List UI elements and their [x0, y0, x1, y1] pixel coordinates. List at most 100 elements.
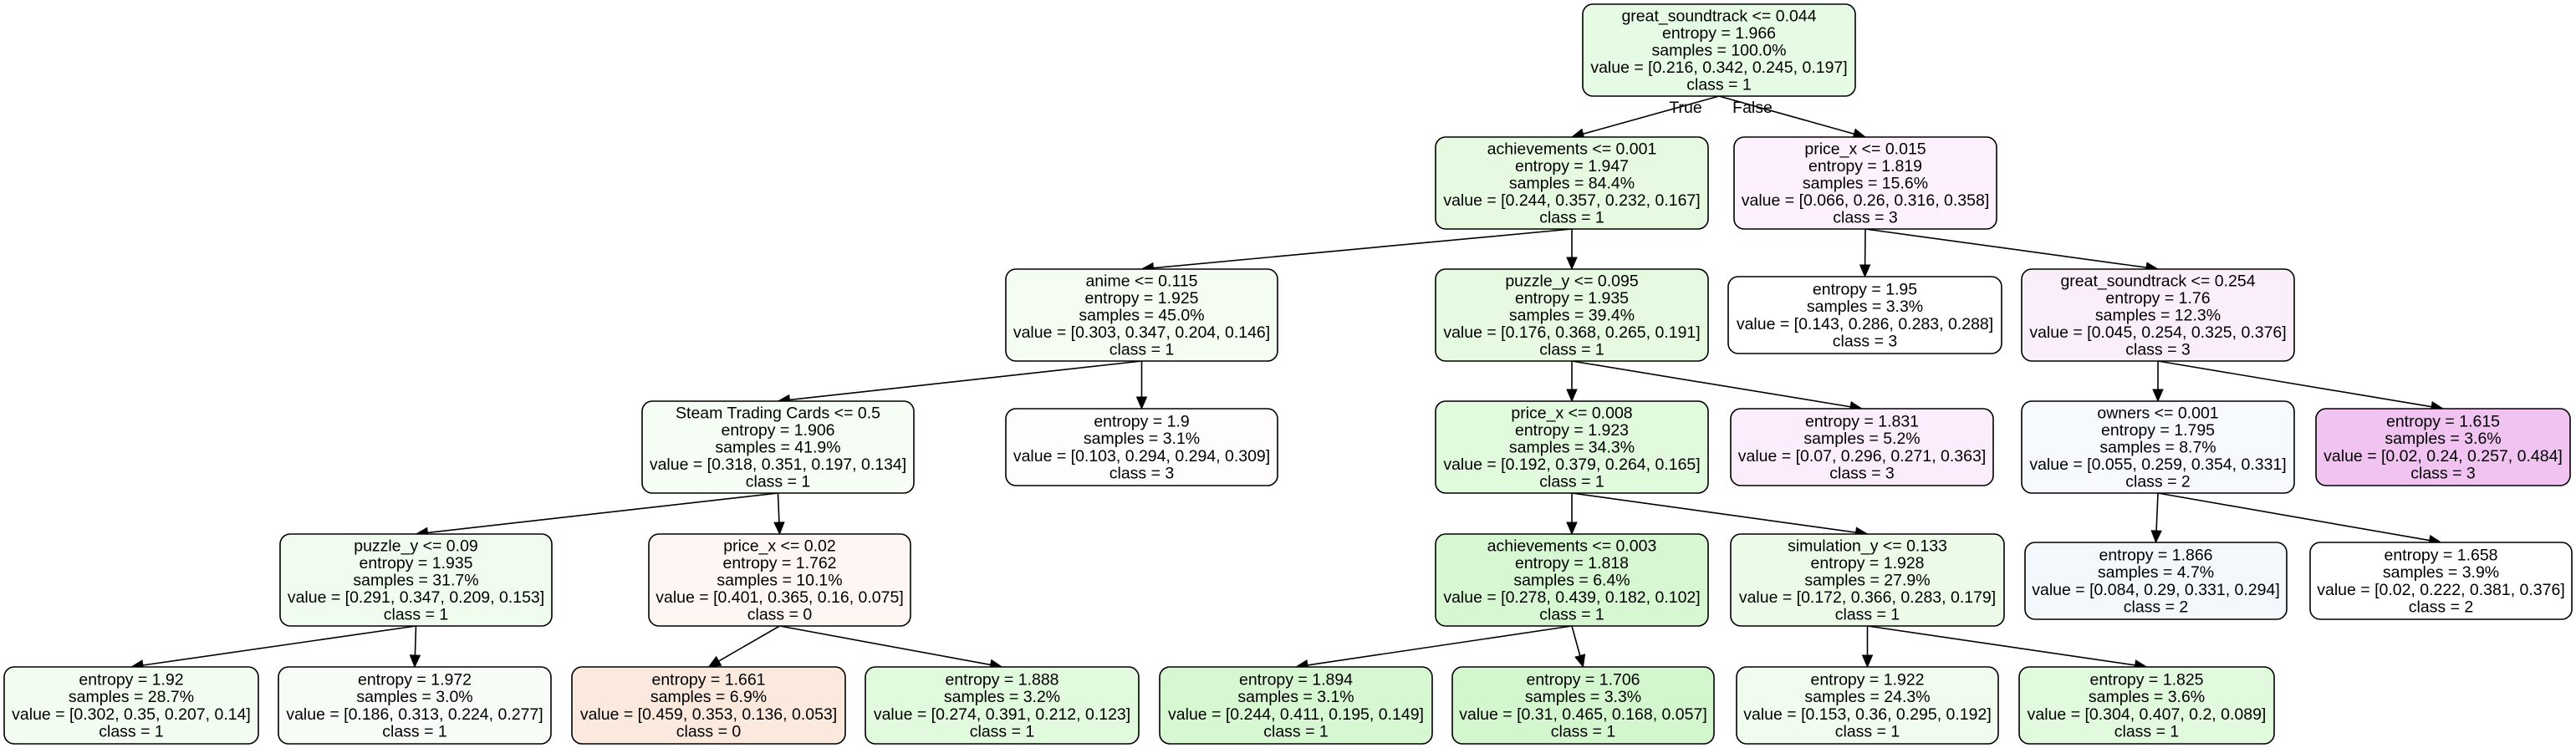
edge-line [1571, 492, 1856, 533]
node-box [2021, 400, 2295, 494]
arrowhead-icon [1566, 257, 1578, 271]
entropy-text: entropy = 1.935 [359, 554, 472, 572]
node-box [1005, 408, 1278, 486]
split-condition: achievements <= 0.001 [1487, 140, 1657, 158]
node-box [1730, 533, 2005, 627]
edge-line [1867, 625, 2135, 666]
arrowhead-icon [2152, 389, 2164, 403]
edge-n15-n24 [1571, 625, 1586, 669]
value-text: value = [0.302, 0.35, 0.207, 0.14] [12, 705, 251, 724]
arrowhead-icon [707, 655, 722, 668]
samples-text: samples = 24.3% [1804, 688, 1930, 706]
samples-text: samples = 3.1% [1084, 430, 1200, 448]
edge-n14-n21 [707, 625, 780, 668]
class-text: class = 1 [1109, 341, 1175, 359]
entropy-text: entropy = 1.658 [2384, 547, 2497, 565]
edge-line [779, 625, 991, 666]
value-text: value = [0.401, 0.365, 0.16, 0.075] [655, 588, 904, 607]
edge-line [789, 360, 1142, 401]
edge-n7-n13 [415, 492, 778, 539]
entropy-text: entropy = 1.906 [721, 421, 834, 440]
samples-text: samples = 10.1% [717, 572, 842, 590]
samples-text: samples = 3.3% [1807, 298, 1923, 316]
class-text: class = 1 [99, 722, 164, 740]
node-box [1159, 666, 1433, 745]
edge-n4-n9 [1566, 361, 1578, 403]
value-text: value = [0.274, 0.391, 0.212, 0.123] [874, 705, 1130, 724]
entropy-text: entropy = 1.935 [1515, 289, 1629, 308]
arrowhead-icon [1574, 654, 1586, 669]
samples-text: samples = 4.7% [2098, 563, 2214, 582]
value-text: value = [0.318, 0.351, 0.197, 0.134] [650, 455, 906, 474]
split-condition: puzzle_y <= 0.09 [354, 537, 478, 555]
node-box [1582, 3, 1856, 97]
value-text: value = [0.153, 0.36, 0.295, 0.192] [1743, 705, 1992, 724]
arrowhead-icon [1859, 264, 1871, 278]
samples-text: samples = 3.2% [944, 688, 1060, 706]
class-text: class = 1 [970, 722, 1035, 740]
node-box [648, 533, 911, 627]
edge-n1-n3 [1140, 228, 1573, 274]
samples-text: samples = 6.9% [650, 688, 767, 706]
entropy-text: entropy = 1.928 [1810, 554, 1924, 572]
class-text: class = 1 [1835, 606, 1900, 624]
edge-line [2157, 492, 2430, 542]
edge-label: True [1669, 99, 1701, 117]
samples-text: samples = 45.0% [1079, 307, 1204, 325]
entropy-text: entropy = 1.888 [945, 671, 1058, 689]
edge-n3-n8 [1135, 361, 1148, 410]
value-text: value = [0.244, 0.411, 0.195, 0.149] [1168, 705, 1424, 724]
entropy-text: entropy = 1.972 [358, 671, 472, 689]
class-text: class = 2 [2124, 598, 2189, 616]
edge-line [1307, 625, 1573, 666]
arrowhead-icon [773, 522, 785, 536]
edge-n16-n26 [1867, 625, 2148, 671]
entropy-text: entropy = 1.762 [722, 554, 836, 572]
entropy-text: entropy = 1.615 [2386, 413, 2500, 431]
node-box [1005, 268, 1278, 362]
arrowhead-icon [1566, 522, 1578, 536]
value-text: value = [0.31, 0.465, 0.168, 0.057] [1459, 705, 1707, 724]
value-text: value = [0.066, 0.26, 0.316, 0.358] [1742, 191, 1990, 210]
class-text: class = 3 [1829, 464, 1895, 482]
edge-n1-n4 [1566, 229, 1578, 271]
class-text: class = 3 [1109, 464, 1175, 482]
edge-n3-n7 [777, 360, 1142, 406]
node-box [2024, 542, 2288, 620]
samples-text: samples = 41.9% [715, 439, 840, 457]
value-text: value = [0.143, 0.286, 0.283, 0.288] [1737, 315, 1993, 333]
samples-text: samples = 28.7% [69, 688, 194, 706]
split-condition: simulation_y <= 0.133 [1788, 537, 1947, 555]
edge-line [142, 625, 416, 666]
value-text: value = [0.02, 0.24, 0.257, 0.484] [2324, 447, 2563, 466]
edge-n2-n6 [1864, 228, 2160, 273]
entropy-text: entropy = 1.95 [1813, 281, 1917, 299]
node-box [2018, 666, 2275, 745]
value-text: value = [0.045, 0.254, 0.325, 0.376] [2029, 323, 2286, 342]
entropy-text: entropy = 1.831 [1805, 413, 1919, 431]
value-text: value = [0.172, 0.366, 0.283, 0.179] [1739, 588, 1996, 607]
edge-line [427, 492, 778, 534]
class-text: class = 1 [746, 473, 811, 491]
edge-n0-n1: True [1570, 95, 1720, 140]
value-text: value = [0.103, 0.294, 0.294, 0.309] [1013, 447, 1270, 466]
class-text: class = 3 [1833, 209, 1898, 227]
node-box [1730, 408, 1994, 486]
class-text: class = 1 [1686, 76, 1752, 94]
arrowhead-icon [2150, 530, 2162, 544]
edge-n13-n19 [130, 625, 416, 671]
entropy-text: entropy = 1.923 [1515, 421, 1629, 440]
class-text: class = 3 [2410, 464, 2476, 482]
edge-n6-n11 [2152, 361, 2164, 403]
